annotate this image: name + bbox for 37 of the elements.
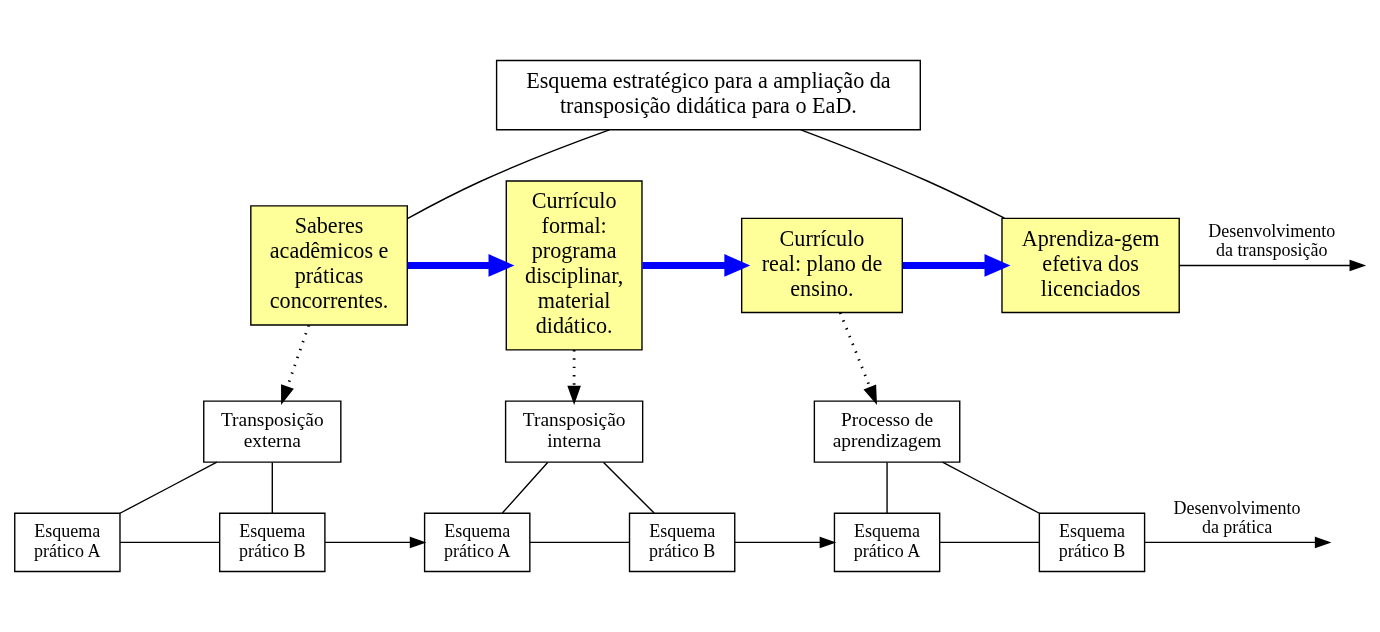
connector — [886, 461, 888, 514]
arrow — [839, 312, 877, 405]
arrow — [902, 254, 1011, 277]
node-box: Transposição externa — [203, 400, 342, 463]
arrow — [642, 254, 751, 277]
arrow — [1144, 536, 1332, 549]
arrow — [1178, 259, 1367, 272]
connector — [941, 461, 1040, 514]
node-box: Currículo formal: programa disciplinar, material didático. — [505, 180, 643, 351]
connector — [939, 541, 1040, 544]
connector — [119, 461, 218, 514]
arrow — [281, 324, 311, 405]
edge-label: Desenvolvimento da transposição — [1208, 220, 1336, 261]
connector — [800, 129, 1006, 219]
node-box: Esquema prático A — [423, 512, 531, 573]
arrow — [407, 254, 515, 277]
connector — [501, 461, 549, 514]
node-box: Esquema prático B — [628, 512, 736, 573]
connector — [119, 541, 221, 544]
connector — [271, 461, 273, 514]
node-box: Processo de aprendizagem — [813, 400, 961, 463]
node-box: Esquema estratégico para a ampliação da transposição didática para o EaD. — [495, 59, 921, 131]
node-box: Aprendiza-gem efetiva dos licenciados — [1001, 217, 1180, 314]
connector — [602, 461, 655, 514]
node-box: Esquema prático B — [219, 512, 326, 573]
node-box: Currículo real: plano de ensino. — [740, 217, 903, 314]
node-box: Esquema prático A — [833, 512, 941, 573]
arrow — [567, 350, 581, 406]
connector — [529, 541, 630, 544]
node-box: Saberes acadêmicos e práticas concorrentes. — [250, 205, 408, 326]
edge-label: Desenvolvimento da prática — [1173, 497, 1301, 538]
arrow — [734, 536, 837, 549]
connector — [406, 129, 611, 220]
node-box: Transposição interna — [504, 400, 644, 463]
arrow — [324, 536, 427, 549]
node-box: Esquema prático B — [1038, 512, 1146, 573]
node-box: Esquema prático A — [14, 512, 121, 573]
